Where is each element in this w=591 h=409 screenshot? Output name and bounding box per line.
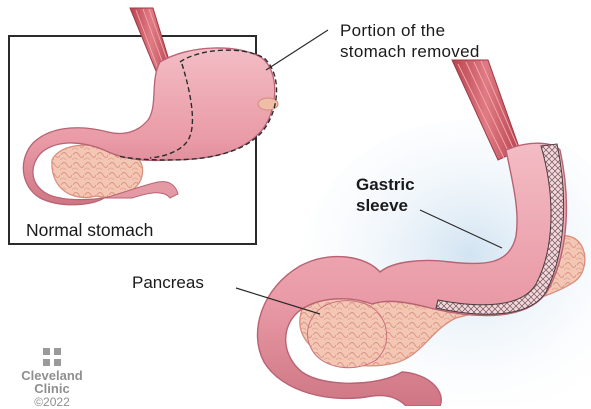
gastric-sleeve-label: Gastric sleeve: [356, 174, 415, 216]
pancreas-label: Pancreas: [132, 272, 204, 293]
sleeve-loop-inner: [308, 301, 387, 368]
normal-stomach-label: Normal stomach: [26, 220, 153, 241]
normal-stomach-inset: [9, 8, 278, 244]
cleveland-clinic-cross-icon: [42, 347, 62, 367]
removed-label-line-1: Portion of the: [340, 20, 480, 41]
gastric-label-line-2: sleeve: [356, 195, 415, 216]
logo-line-2: Clinic: [14, 382, 90, 395]
removed-leader-line: [266, 30, 328, 70]
copyright-year: ©2022: [14, 395, 90, 409]
removed-label-line-2: stomach removed: [340, 41, 480, 62]
gastric-label-line-1: Gastric: [356, 174, 415, 195]
cleveland-clinic-logo: Cleveland Clinic ©2022: [14, 347, 90, 409]
removed-portion-label: Portion of the stomach removed: [340, 20, 480, 62]
